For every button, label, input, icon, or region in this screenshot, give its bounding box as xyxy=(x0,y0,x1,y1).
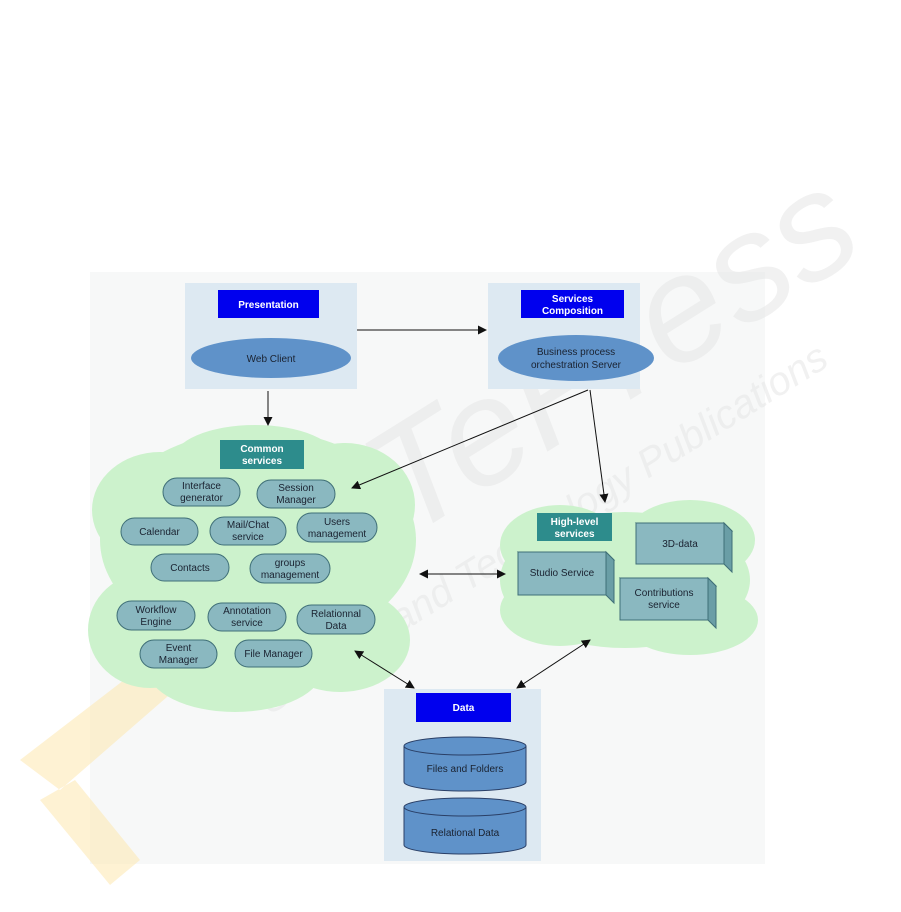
event-manager-line2: Manager xyxy=(159,655,199,666)
file-manager-label: File Manager xyxy=(244,649,303,660)
users-management-line2: management xyxy=(308,529,367,540)
studio-service-box: Studio Service xyxy=(516,550,616,605)
common-services-title-line2: services xyxy=(242,456,282,467)
interface-generator-node: Interface generator xyxy=(162,477,241,507)
web-client-ellipse xyxy=(191,338,351,378)
high-level-services-cloud: High-level services 3D-data Studio Servi… xyxy=(500,500,758,655)
session-manager-node: Session Manager xyxy=(256,479,336,509)
common-services-cloud: Common services Interface generator Sess… xyxy=(88,425,416,712)
interface-generator-line1: Interface xyxy=(182,481,221,492)
annotation-service-line2: service xyxy=(231,618,263,629)
web-client-label: Web Client xyxy=(247,354,296,365)
arrow-high-level-data xyxy=(516,639,591,689)
high-level-title-line1: High-level xyxy=(551,517,599,528)
annotation-service-line1: Annotation xyxy=(223,606,271,617)
relational-data-line1: Relationnal xyxy=(311,609,361,620)
composition-title-line2: Composition xyxy=(542,306,603,317)
composition-title-line1: Services xyxy=(552,294,594,305)
event-manager-line1: Event xyxy=(166,643,192,654)
arrow-composition-to-high-level xyxy=(589,389,609,503)
arrow-common-data xyxy=(354,650,415,689)
file-manager-node: File Manager xyxy=(234,639,313,668)
watermark-ribbon xyxy=(20,660,175,885)
relational-data-node: Relationnal Data xyxy=(296,604,376,635)
composition-panel: Services Composition Business process or… xyxy=(488,283,654,389)
presentation-title: Presentation xyxy=(238,300,299,311)
groups-management-node: groups management xyxy=(249,553,331,584)
presentation-header xyxy=(218,290,319,318)
users-management-node: Users management xyxy=(296,512,378,543)
connectors xyxy=(263,325,609,689)
relational-data-cylinder: Relational Data xyxy=(403,797,527,855)
orchestration-server-ellipse xyxy=(498,335,654,381)
mail-chat-node: Mail/Chat service xyxy=(209,516,287,546)
files-and-folders-label: Files and Folders xyxy=(427,764,504,775)
contacts-label: Contacts xyxy=(170,563,209,574)
groups-management-line2: management xyxy=(261,570,320,581)
high-level-title-line2: services xyxy=(554,529,594,540)
workflow-engine-line2: Engine xyxy=(140,617,172,628)
users-management-line1: Users xyxy=(324,517,350,528)
workflow-engine-line1: Workflow xyxy=(136,605,178,616)
calendar-label: Calendar xyxy=(139,527,180,538)
annotation-service-node: Annotation service xyxy=(207,602,287,632)
relational-data-line2: Data xyxy=(325,621,347,632)
files-and-folders-cylinder: Files and Folders xyxy=(403,736,527,792)
relational-data-cylinder-label: Relational Data xyxy=(431,828,500,839)
common-services-title-line1: Common xyxy=(240,444,283,455)
contributions-line1: Contributions xyxy=(635,588,694,599)
orchestration-server-line1: Business process xyxy=(537,347,615,358)
contacts-node: Contacts xyxy=(150,553,230,582)
arrow-composition-to-common xyxy=(351,389,589,490)
mail-chat-line2: service xyxy=(232,532,264,543)
composition-header xyxy=(521,290,624,318)
data-title: Data xyxy=(453,703,475,714)
calendar-node: Calendar xyxy=(120,517,199,546)
groups-management-line1: groups xyxy=(275,558,306,569)
workflow-engine-node: Workflow Engine xyxy=(116,600,196,631)
studio-service-label: Studio Service xyxy=(530,568,595,579)
contributions-service-box: Contributions service xyxy=(618,576,718,630)
presentation-panel: Presentation Web Client xyxy=(185,283,357,389)
data-panel: Data Files and Folders Relational Data xyxy=(384,689,541,861)
contributions-line2: service xyxy=(648,600,680,611)
mail-chat-line1: Mail/Chat xyxy=(227,520,269,531)
session-manager-line2: Manager xyxy=(276,495,316,506)
data-3d-label: 3D-data xyxy=(662,539,698,550)
data-header xyxy=(416,693,511,722)
session-manager-line1: Session xyxy=(278,483,314,494)
orchestration-server-line2: orchestration Server xyxy=(531,360,622,371)
interface-generator-line2: generator xyxy=(180,493,223,504)
data-3d-box: 3D-data xyxy=(634,521,734,574)
common-services-header xyxy=(220,440,304,469)
event-manager-node: Event Manager xyxy=(139,639,218,669)
high-level-header xyxy=(537,513,612,541)
